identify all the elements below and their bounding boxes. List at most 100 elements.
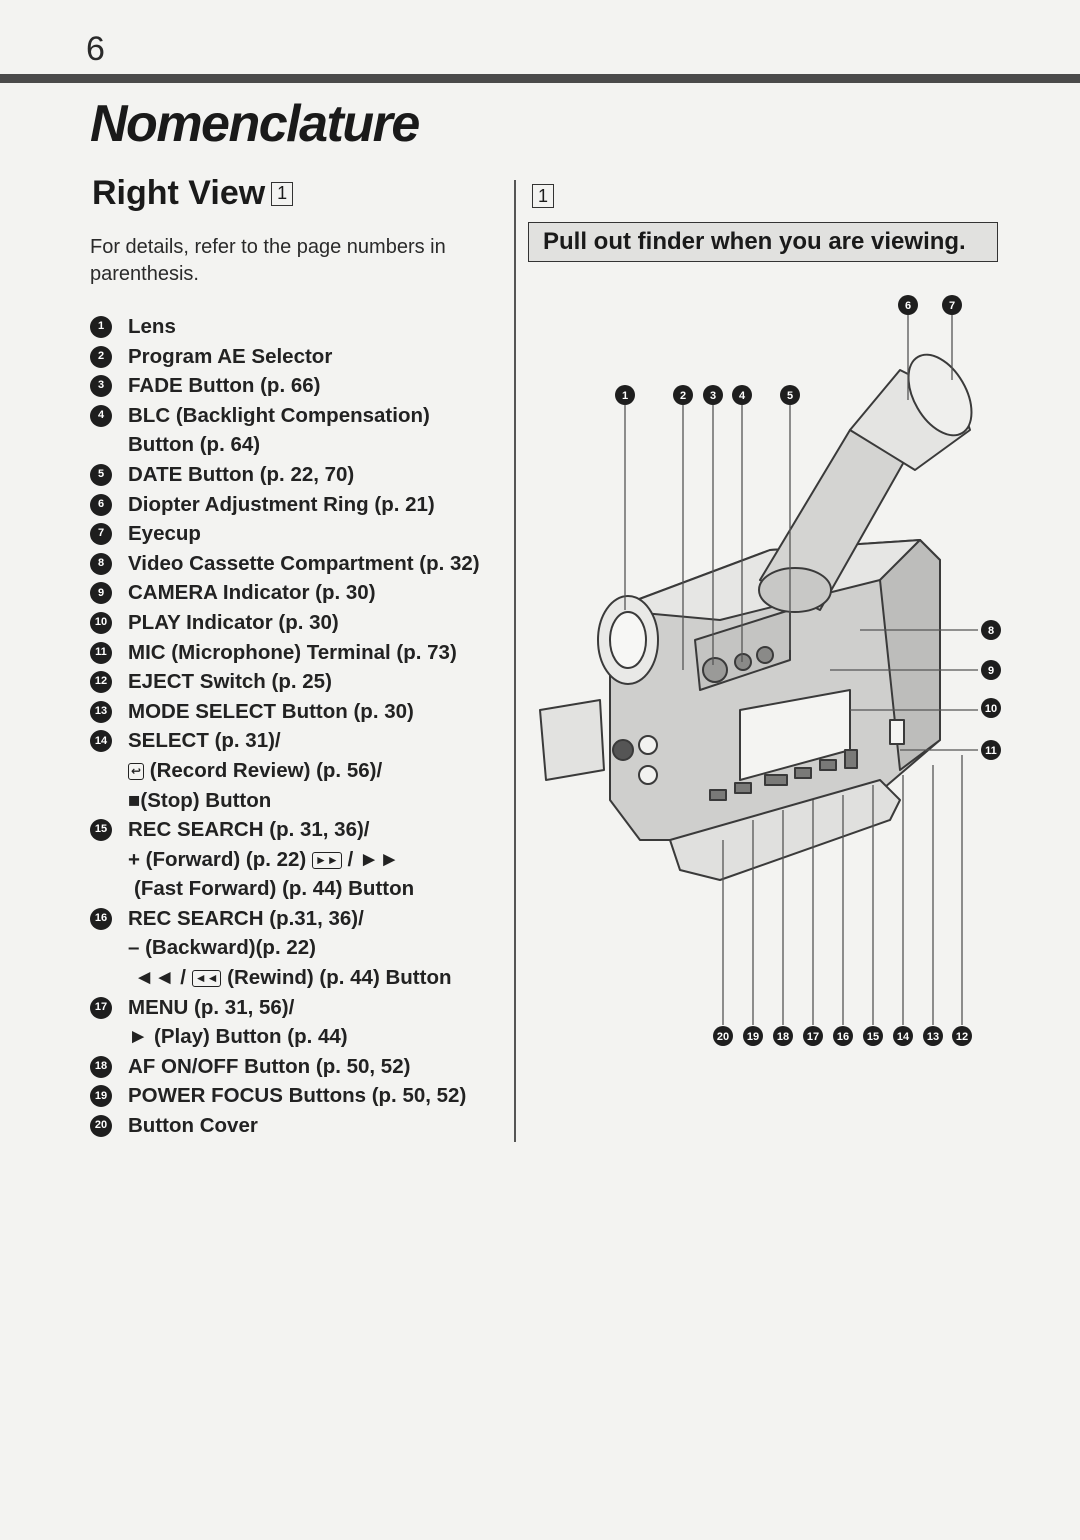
list-item: 11 MIC (Microphone) Terminal (p. 73) [88,638,508,668]
callout-number: 17 [90,996,112,1019]
list-item: 10 PLAY Indicator (p. 30) [88,608,508,638]
callout-label: 10 [985,703,997,715]
stop-square-icon: ■ [128,788,141,812]
right-callouts: 8 9 10 11 [981,620,1001,760]
part-label: Button Cover [128,1114,258,1138]
part-label: Lens [128,315,176,338]
part-label: CAMERA Indicator (p. 30) [128,581,376,605]
forward-key-icon: ►► [311,851,342,869]
callout-label: 4 [739,390,746,402]
callout-label: 8 [988,625,994,637]
callout-label: 19 [747,1031,759,1043]
part-label-cont: + (Forward) (p. 22) ►► / ►► [128,845,508,875]
callout-number: 19 [90,1085,112,1108]
list-item: 15 REC SEARCH (p. 31, 36)/ + (Forward) (… [88,815,508,904]
callout-number: 8 [90,552,112,575]
part-label: Eyecup [128,522,201,546]
callout-label: 2 [680,390,686,402]
callout-label: 3 [710,390,716,402]
section-title-text: Right View [92,174,266,212]
intro-text: For details, refer to the page numbers i… [90,236,446,285]
part-label-cont: ■(Stop) Button [128,786,508,816]
play-text: (Play) Button (p. 44) [154,1025,348,1049]
play-triangle-icon: ► [128,1025,149,1049]
leader-lines [624,315,978,1025]
callout-marker: 3 [703,385,723,405]
callout-number: 10 [90,611,112,634]
callout-marker: 10 [981,698,1001,718]
callout-marker: 9 [981,660,1001,680]
callout-number: 13 [90,700,112,723]
figure-box-number: 1 [532,184,554,208]
callout-number: 11 [90,641,112,664]
callout-number: 7 [90,523,112,546]
callout-number: 15 [90,819,112,842]
callout-marker: 1 [615,385,635,405]
bottom-callouts: 20 19 18 17 16 15 14 13 12 [713,1026,972,1046]
stop-text: (Stop) Button [140,788,272,812]
callout-label: 5 [787,390,793,402]
callout-marker: 13 [923,1026,943,1046]
callout-label: 18 [777,1031,789,1043]
part-label-cont: ◄◄ / ◄◄ (Rewind) (p. 44) Button [128,963,508,993]
callout-marker: 2 [673,385,693,405]
callout-label: 11 [985,745,997,757]
callout-marker: 5 [780,385,800,405]
list-item: 16 REC SEARCH (p.31, 36)/ – (Backward)(p… [88,904,508,993]
top-callouts: 1 2 3 4 5 6 7 [615,295,962,405]
callout-marker: 7 [942,295,962,315]
list-item: 18 AF ON/OFF Button (p. 50, 52) [88,1052,508,1082]
part-label-cont: ↩ (Record Review) (p. 56)/ [128,756,508,786]
callout-label: 20 [717,1031,729,1043]
part-label: Video Cassette Compartment (p. 32) [128,551,480,575]
part-label-cont: Button (p. 64) [128,433,261,457]
fast-forward-icon: ►► [358,847,400,871]
part-label: AF ON/OFF Button (p. 50, 52) [128,1054,411,1078]
camcorder-body [539,353,973,881]
list-item: 17 MENU (p. 31, 56)/ ► (Play) Button (p.… [88,993,508,1052]
callout-number: 3 [90,375,112,398]
record-review-icon: ↩ [128,762,145,780]
part-label: REC SEARCH (p.31, 36)/ [128,906,364,930]
callout-number: 2 [90,345,112,368]
callout-label: 13 [927,1031,939,1043]
page-title: Nomenclature [90,95,420,153]
callout-marker: 20 [713,1026,733,1046]
part-label: EJECT Switch (p. 25) [128,670,332,694]
callout-number: 18 [90,1055,112,1078]
section-box-number: 1 [271,181,294,206]
callout-number: 4 [90,404,112,427]
callout-label: 15 [867,1031,879,1043]
page-number: 6 [86,30,105,68]
callout-label: 17 [807,1031,819,1043]
column-divider [514,180,516,1142]
callout-marker: 8 [981,620,1001,640]
callout-label: 7 [949,300,955,312]
list-item: 12 EJECT Switch (p. 25) [88,667,508,697]
part-label: PLAY Indicator (p. 30) [128,610,339,634]
list-item: 8 Video Cassette Compartment (p. 32) [88,549,508,579]
callout-number: 16 [90,907,112,930]
callout-number: 5 [90,463,112,486]
callout-number: 12 [90,671,112,694]
part-label: MODE SELECT Button (p. 30) [128,699,414,723]
rewind-key-icon: ◄◄ [191,970,222,988]
list-item: 13 MODE SELECT Button (p. 30) [88,697,508,727]
part-label: MIC (Microphone) Terminal (p. 73) [128,640,457,664]
rewind-icon: ◄◄ [134,966,175,990]
part-label: DATE Button (p. 22, 70) [128,462,355,486]
callout-label: 14 [897,1031,910,1043]
part-label-cont: (Fast Forward) (p. 44) Button [134,877,415,901]
callout-marker: 15 [863,1026,883,1046]
callout-marker: 12 [952,1026,972,1046]
list-item: 5 DATE Button (p. 22, 70) [88,460,508,490]
callout-marker: 4 [732,385,752,405]
section-title: Right View 1 [92,174,294,213]
part-label-cont: ► (Play) Button (p. 44) [128,1022,508,1052]
